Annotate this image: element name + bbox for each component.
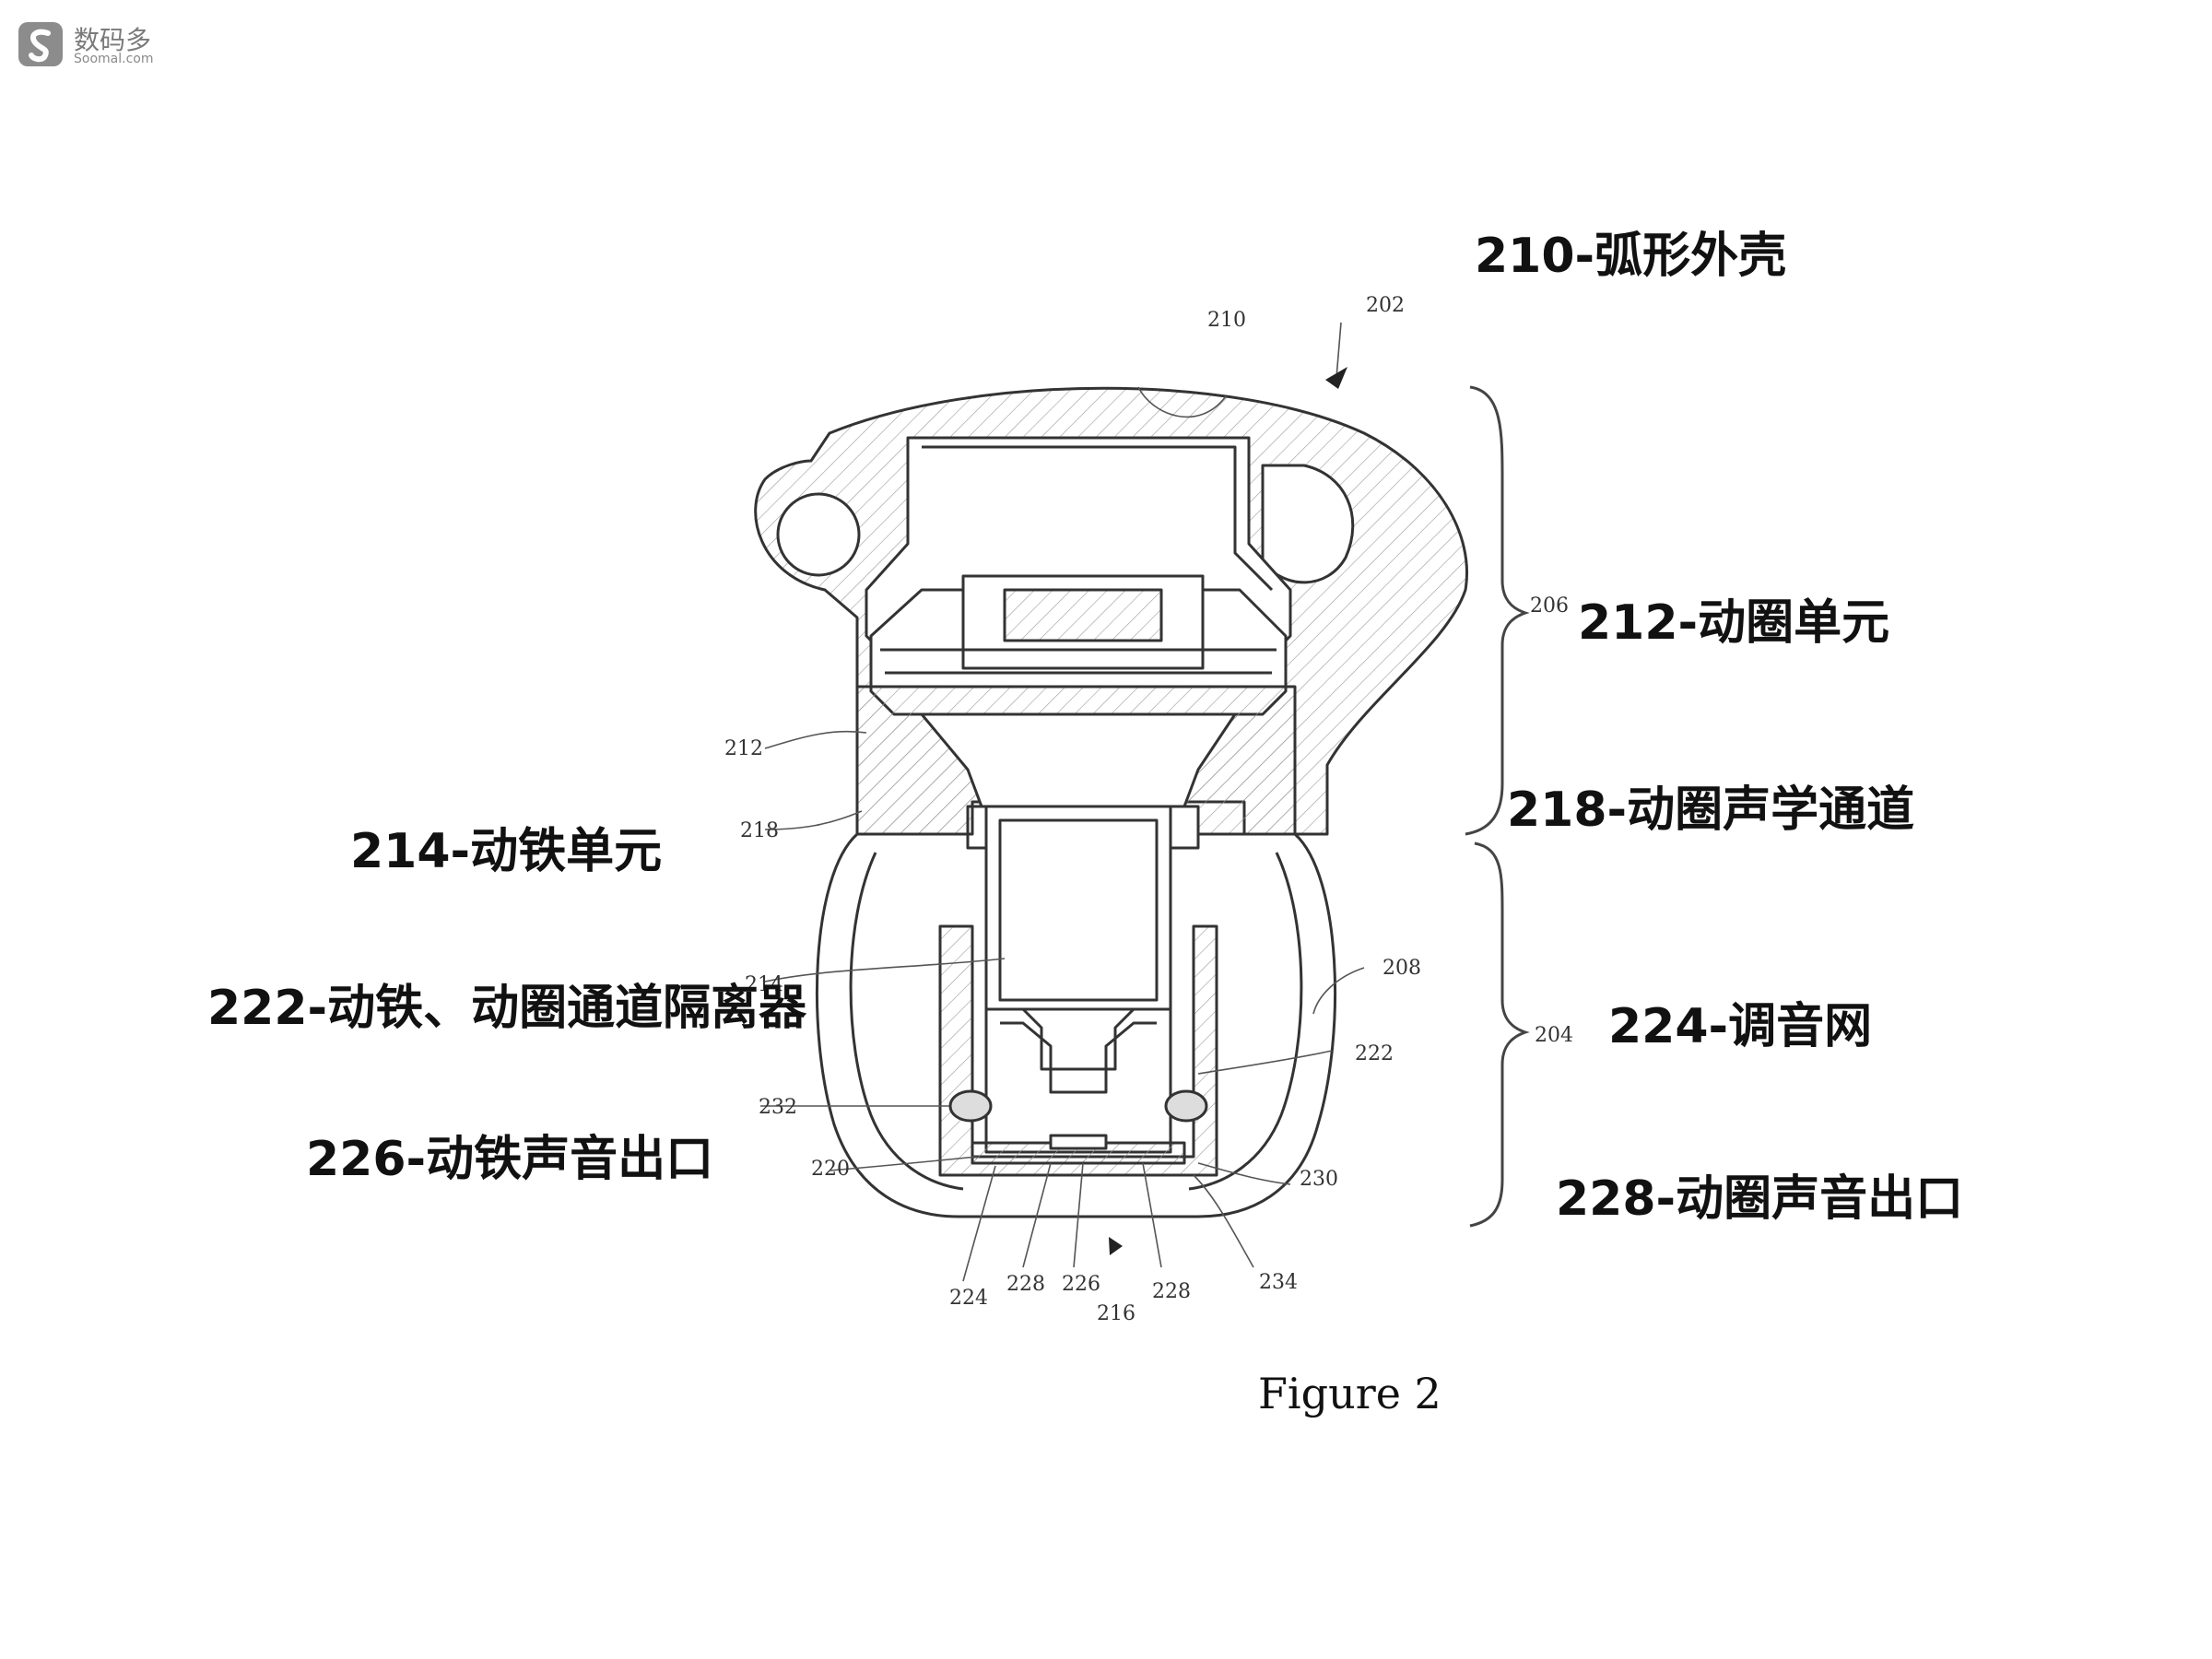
o-ring-right bbox=[1164, 1089, 1208, 1123]
ear-tip-inner bbox=[849, 852, 964, 1191]
ref-222: 222 bbox=[1355, 1042, 1394, 1065]
bracket-204 bbox=[1469, 841, 1530, 1228]
ref-230: 230 bbox=[1300, 1168, 1338, 1191]
callout-226-ba-outlet: 226-动铁声音出口 bbox=[306, 1132, 714, 1187]
nozzle-tube bbox=[938, 924, 1218, 1177]
watermark-name: 数码多 bbox=[74, 25, 152, 55]
figure-caption: Figure 2 bbox=[1258, 1369, 1441, 1418]
watermark-domain: Soomal.com bbox=[74, 52, 154, 66]
ref-214: 214 bbox=[745, 973, 783, 996]
sound-outlet-ba bbox=[1049, 1134, 1108, 1150]
ref-212: 212 bbox=[724, 737, 763, 760]
ref-208: 208 bbox=[1382, 957, 1421, 980]
inner-top-cavity-line bbox=[922, 445, 1274, 592]
bracket-206 bbox=[1465, 385, 1530, 836]
ear-tip-inner-right bbox=[1188, 852, 1303, 1191]
ref-228-left: 228 bbox=[1006, 1273, 1045, 1296]
dynamic-driver-magnet-core bbox=[1003, 588, 1163, 642]
ref-218: 218 bbox=[740, 819, 779, 842]
arrow-216 bbox=[1109, 1237, 1123, 1255]
callout-228-dynamic-outlet: 228-动圈声音出口 bbox=[1556, 1171, 1964, 1227]
ref-202: 202 bbox=[1366, 294, 1405, 317]
ear-loop-hole bbox=[776, 492, 861, 577]
ref-206: 206 bbox=[1530, 594, 1569, 618]
callout-210-arc-housing: 210-弧形外壳 bbox=[1475, 229, 1787, 284]
ref-232: 232 bbox=[759, 1096, 797, 1119]
balanced-armature-inner bbox=[998, 818, 1159, 1002]
callout-212-dynamic-driver: 212-动圈单元 bbox=[1578, 595, 1890, 651]
right-cavity bbox=[1261, 464, 1355, 584]
ref-210: 210 bbox=[1207, 309, 1246, 332]
balanced-armature-unit bbox=[984, 805, 1172, 1011]
acoustic-funnel bbox=[920, 712, 1237, 808]
ref-204: 204 bbox=[1535, 1024, 1573, 1047]
o-ring-left bbox=[948, 1089, 993, 1123]
ref-224: 224 bbox=[949, 1287, 988, 1310]
arrow-202 bbox=[1325, 367, 1347, 389]
callout-218-dynamic-channel: 218-动圈声学通道 bbox=[1507, 782, 1915, 838]
callout-214-balanced-armature: 214-动铁单元 bbox=[350, 824, 663, 879]
ref-228-right: 228 bbox=[1152, 1280, 1191, 1303]
ref-216: 216 bbox=[1097, 1302, 1135, 1325]
soomal-logo-icon bbox=[18, 22, 63, 66]
callout-222-isolator: 222-动铁、动圈通道隔离器 bbox=[207, 981, 807, 1036]
ref-234: 234 bbox=[1259, 1271, 1298, 1294]
callout-224-tuning-mesh: 224-调音网 bbox=[1608, 999, 1873, 1054]
ref-226: 226 bbox=[1062, 1273, 1100, 1296]
watermark-logo: 数码多 Soomal.com bbox=[17, 18, 173, 74]
ref-220: 220 bbox=[811, 1158, 850, 1181]
